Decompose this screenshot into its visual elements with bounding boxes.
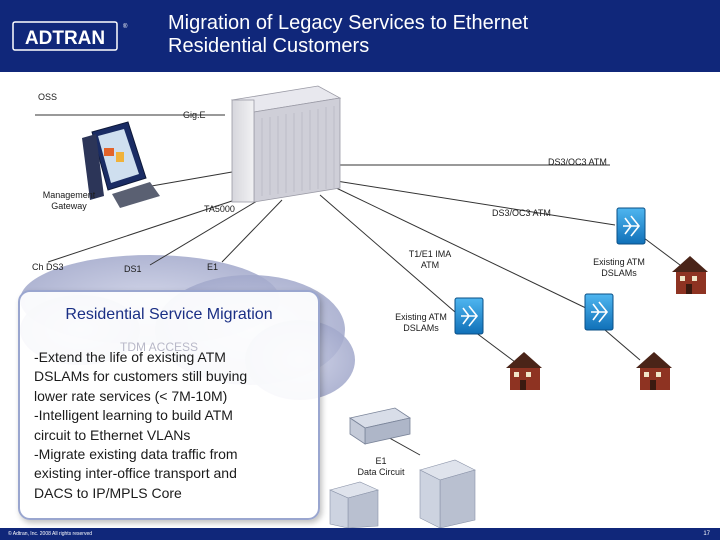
label-management-gateway-line2: Gateway — [51, 201, 87, 211]
ta5000-chassis — [230, 85, 342, 203]
adtran-logo: ADTRAN ® — [12, 21, 128, 51]
dslam-icon-right-bottom — [584, 293, 614, 331]
callout-line: DACS to IP/MPLS Core — [34, 484, 182, 501]
footer-copyright: © Adtran, Inc. 2008 All rights reserved — [8, 531, 93, 537]
callout-ghost-text: TDM ACCESS — [120, 340, 199, 354]
callout-line: lower rate services (< 7M-10M) — [34, 387, 228, 404]
label-ds3-oc3-atm-top: DS3/OC3 ATM — [548, 157, 607, 167]
label-existing-atm-dslams-right: Existing ATM DSLAMs — [584, 257, 654, 279]
header-bar: ADTRAN ® Migration of Legacy Services to… — [0, 0, 720, 72]
svg-text:ADTRAN: ADTRAN — [25, 28, 105, 49]
callout-title: Residential Service Migration — [65, 306, 273, 323]
link-lines — [35, 114, 681, 456]
dslam-icon-right-top — [616, 207, 646, 245]
label-e1-data-circuit: E1 Data Circuit — [346, 456, 416, 478]
label-e1-circuit-line1: E1 — [375, 456, 387, 466]
callout-body: -Extend the life of existing ATM DSLAMs … — [34, 348, 312, 503]
management-gateway-computer — [82, 121, 160, 208]
label-existing-mid-line2: DSLAMs — [403, 323, 439, 333]
house-icon-right-bottom — [636, 352, 672, 390]
label-t1e1-line2: ATM — [420, 260, 440, 270]
residential-migration-callout: Residential Service Migration TDM ACCESS… — [18, 290, 320, 520]
link-ta5000-e1 — [221, 199, 283, 263]
link-dslam-mid-house — [474, 331, 516, 363]
link-dslam-right2-house — [604, 329, 641, 361]
callout-line: circuit to Ethernet VLANs — [34, 426, 191, 443]
label-existing-atm-dslams-middle: Existing ATM DSLAMs — [386, 312, 456, 334]
page-title: Migration of Legacy Services to Ethernet… — [168, 12, 688, 58]
callout-line: -Migrate existing data traffic from — [34, 446, 238, 463]
link-ta5000-ds1 — [149, 197, 263, 266]
office-building-icon — [329, 459, 476, 528]
label-ds3-oc3-atm-right: DS3/OC3 ATM — [492, 208, 551, 218]
label-ds1: DS1 — [124, 264, 142, 274]
dslam-icon-middle — [454, 297, 484, 335]
label-existing-mid-line1: Existing ATM — [395, 312, 447, 322]
callout-line: -Intelligent learning to build ATM — [34, 407, 233, 424]
label-oss: OSS — [38, 92, 58, 102]
label-ta5000: TA5000 — [204, 204, 235, 214]
link-gateway-ta5000 — [139, 171, 233, 189]
label-ch-ds3: Ch DS3 — [32, 262, 64, 272]
page-number: 17 — [703, 531, 710, 537]
label-management-gateway: Management Gateway — [30, 190, 108, 212]
label-e1-circuit-line2: Data Circuit — [357, 467, 405, 477]
footer-bar: © Adtran, Inc. 2008 All rights reserved … — [0, 528, 720, 540]
title-line-1: Migration of Legacy Services to Ethernet — [168, 12, 529, 34]
callout-line: DSLAMs for customers still buying — [34, 368, 248, 385]
data-circuit-device — [348, 407, 412, 445]
link-ta5000-dslam-mid — [319, 194, 456, 313]
label-existing-right-line2: DSLAMs — [601, 268, 637, 278]
label-e1-top: E1 — [207, 262, 219, 272]
link-dslam-right-house — [639, 234, 681, 266]
link-ta5000-chds3 — [47, 194, 251, 263]
callout-line: existing inter-office transport and — [34, 465, 237, 482]
link-ta5000-dslam-right — [329, 179, 616, 226]
house-icon-middle — [506, 352, 542, 390]
label-t1e1-ima-atm: T1/E1 IMA ATM — [395, 249, 465, 271]
svg-text:®: ® — [123, 23, 128, 30]
callout-line: -Extend the life of existing ATM — [34, 349, 226, 365]
house-icon-right-top — [672, 256, 708, 294]
label-existing-right-line1: Existing ATM — [593, 257, 645, 267]
link-ta5000-dslam-right2 — [329, 184, 591, 311]
label-gige: Gig.E — [183, 110, 206, 120]
label-t1e1-line1: T1/E1 IMA — [408, 249, 452, 259]
title-line-2: Residential Customers — [168, 35, 370, 57]
label-management-gateway-line1: Management — [42, 190, 96, 200]
